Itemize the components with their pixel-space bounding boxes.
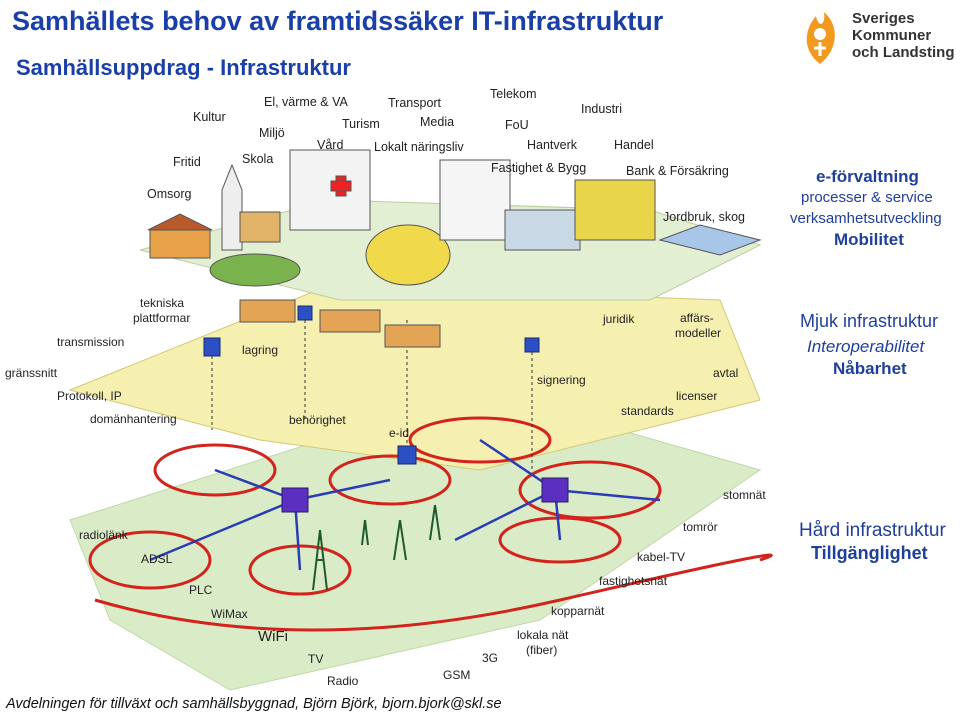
label-wimax: WiMax: [211, 607, 248, 621]
label-protokoll-ip: Protokoll, IP: [57, 389, 122, 403]
label-kopparnat: kopparnät: [551, 604, 605, 618]
label-3g: 3G: [482, 651, 499, 665]
label-omsorg: Omsorg: [147, 187, 192, 201]
footer-credit: Avdelningen för tillväxt och samhällsbyg…: [6, 696, 502, 712]
label-e-id: e-id: [389, 426, 410, 440]
side-top-heading: e-förvaltning: [816, 167, 919, 186]
label-stomnat: stomnät: [723, 488, 766, 502]
label-radio: Radio: [327, 674, 359, 688]
label-fastighet-bygg: Fastighet & Bygg: [491, 161, 587, 175]
label-standards: standards: [621, 404, 674, 418]
network-hubs: [281, 477, 569, 513]
label-turism: Turism: [342, 117, 380, 131]
label-lokalt-naringsliv: Lokalt näringsliv: [374, 140, 464, 154]
label-industri: Industri: [581, 102, 622, 116]
label-modeller: modeller: [675, 326, 722, 340]
platform-pillars: [203, 305, 540, 465]
label-el-varme-va: El, värme & VA: [264, 95, 348, 109]
label-transport: Transport: [388, 96, 442, 110]
label-lokala-nat: lokala nät: [517, 628, 569, 642]
label-handel: Handel: [614, 138, 654, 152]
label-fiber: (fiber): [526, 643, 558, 657]
label-lagring: lagring: [242, 343, 279, 357]
label-fritid: Fritid: [173, 155, 201, 169]
label-avtal: avtal: [713, 366, 739, 380]
label-licenser: licenser: [676, 389, 718, 403]
label-tekniska: tekniska: [140, 296, 185, 310]
label-signering: signering: [537, 373, 586, 387]
label-tv: TV: [308, 652, 324, 666]
antenna-towers: [312, 504, 441, 591]
logo-line-3: och Landsting: [852, 44, 955, 61]
side-bottom-heading: Hård infrastruktur: [799, 520, 946, 541]
side-middle-heading: Mjuk infrastruktur: [800, 311, 939, 331]
city-buildings: [147, 149, 762, 348]
network-loops: [88, 416, 773, 632]
label-wifi: WiFi: [258, 628, 288, 645]
page-title: Samhällets behov av framtidssäker IT-inf…: [12, 6, 664, 36]
label-plc: PLC: [189, 583, 213, 597]
label-tomror: tomrör: [683, 520, 718, 534]
label-jordbruk-skog: Jordbruk, skog: [663, 210, 745, 224]
page-subtitle: Samhällsuppdrag - Infrastruktur: [16, 55, 351, 80]
label-adsl: ADSL: [141, 552, 173, 566]
label-vard: Vård: [317, 138, 344, 152]
logo-line-2: Kommuner: [852, 27, 932, 44]
label-fou: FoU: [505, 118, 529, 132]
label-bank-forsakring: Bank & Försäkring: [626, 164, 729, 178]
label-fastighetsnat: fastighetsnät: [599, 574, 668, 588]
side-top-line-2: verksamhetsutveckling: [790, 210, 942, 227]
label-affars: affärs-: [680, 311, 714, 325]
label-domanhantering: domänhantering: [90, 412, 177, 426]
label-radiolank: radiolänk: [79, 528, 128, 542]
side-top-line-1: processer & service: [801, 189, 933, 206]
label-kabel-tv: kabel-TV: [637, 550, 686, 564]
side-middle-bold: Nåbarhet: [833, 359, 907, 378]
label-skola: Skola: [242, 152, 274, 166]
skl-logo: Sveriges Kommuner och Landsting: [796, 4, 956, 68]
label-behorighet: behörighet: [289, 413, 346, 427]
label-granssnitt: gränssnitt: [5, 366, 58, 380]
label-media: Media: [420, 115, 455, 129]
label-plattformar: plattformar: [133, 311, 191, 325]
logo-line-1: Sveriges: [852, 10, 915, 27]
label-hantverk: Hantverk: [527, 138, 578, 152]
label-gsm: GSM: [443, 668, 471, 682]
side-bottom-bold: Tillgänglighet: [811, 543, 928, 563]
side-top-bold: Mobilitet: [834, 230, 904, 249]
label-kultur: Kultur: [193, 110, 226, 124]
label-juridik: juridik: [603, 312, 635, 326]
label-transmission: transmission: [57, 335, 125, 349]
label-miljo: Miljö: [259, 126, 285, 140]
side-middle-italic: Interoperabilitet: [807, 337, 925, 356]
label-telekom: Telekom: [490, 87, 537, 101]
flame-figure-icon: [806, 12, 835, 64]
